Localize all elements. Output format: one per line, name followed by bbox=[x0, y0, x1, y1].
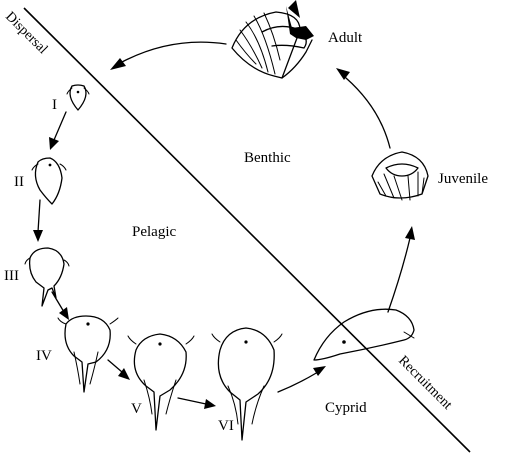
nauplius-stage-1-label: I bbox=[52, 97, 57, 113]
pelagic-benthic-divider bbox=[23, 7, 471, 453]
recruitment-label: Recruitment bbox=[395, 353, 455, 413]
arrow-stage6-to-cyprid bbox=[277, 366, 326, 393]
dispersal-label: Dispersal bbox=[2, 9, 50, 57]
juvenile-label: Juvenile bbox=[438, 171, 488, 187]
arrow-juvenile-to-adult bbox=[336, 68, 391, 149]
nauplius-stage-6-label: VI bbox=[218, 418, 234, 434]
nauplius-stage-3-label: III bbox=[4, 268, 19, 284]
arrow-stage4-to-stage5 bbox=[107, 359, 130, 380]
nauplius-stage-2-label: II bbox=[14, 174, 24, 190]
arrow-stage2-to-stage3 bbox=[33, 199, 43, 242]
nauplius-stage-3-illustration bbox=[24, 247, 70, 307]
nauplius-stage-5-label: V bbox=[131, 401, 142, 417]
pelagic-label: Pelagic bbox=[132, 224, 176, 240]
adult-label: Adult bbox=[328, 30, 363, 46]
benthic-label: Benthic bbox=[244, 150, 291, 166]
juvenile-barnacle-illustration bbox=[371, 151, 429, 201]
adult-barnacle-illustration bbox=[231, 0, 314, 79]
cyprid-label: Cyprid bbox=[325, 400, 367, 416]
nauplius-stage-1-illustration bbox=[66, 84, 90, 111]
arrow-stage3-to-stage4 bbox=[51, 291, 69, 320]
nauplius-stage-2-illustration bbox=[31, 157, 67, 205]
nauplius-stage-4-illustration bbox=[57, 315, 119, 393]
nauplius-stage-4-label: IV bbox=[36, 348, 52, 364]
arrow-adult-to-stage1 bbox=[110, 41, 227, 70]
arrow-stage5-to-stage6 bbox=[177, 397, 216, 409]
nauplius-stage-5-illustration bbox=[127, 333, 195, 431]
cyprid-illustration bbox=[313, 308, 415, 361]
arrow-cyprid-to-juvenile bbox=[387, 226, 415, 313]
arrow-stage1-to-stage2 bbox=[49, 111, 67, 150]
nauplius-stage-6-illustration bbox=[211, 327, 283, 441]
